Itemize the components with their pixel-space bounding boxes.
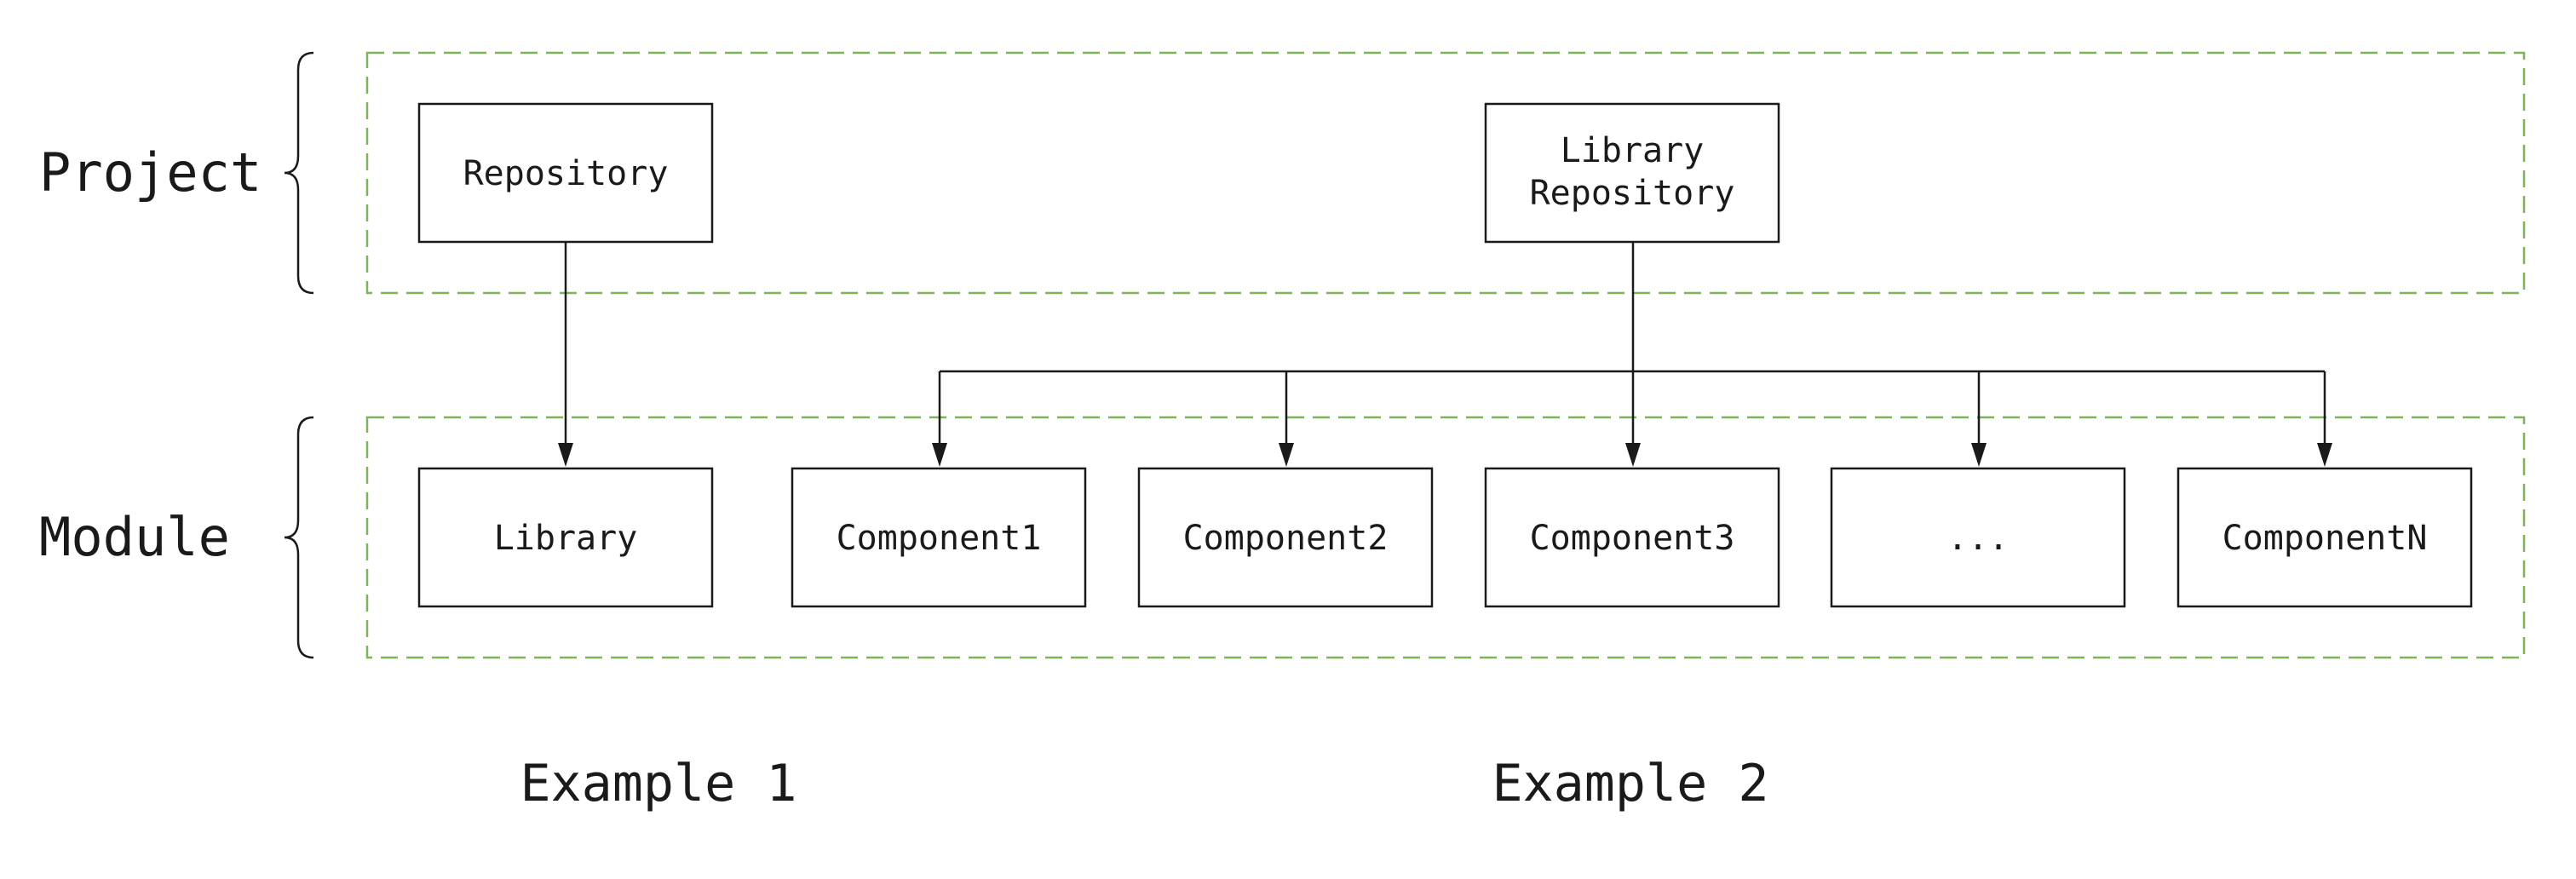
library-repository-label-line1: Library [1561,131,1705,170]
ellipsis-node: ... [1830,467,2126,608]
component3-node: Component3 [1484,467,1780,608]
module-row-label: Module [39,506,230,568]
project-brace [284,51,314,295]
repository-box [417,102,714,244]
arrowhead-componentN [2317,443,2332,467]
component3-label: Component3 [1530,519,1735,558]
arrowhead-library [558,443,573,467]
component3-box [1484,467,1780,608]
library-repository-node: Library Repository [1484,102,1780,244]
componentN-label: ComponentN [2222,519,2428,558]
component1-label: Component1 [837,519,1042,558]
module-brace [284,416,314,659]
componentN-box [2176,467,2473,608]
arrowhead-ellipsis [1971,443,1987,467]
ellipsis-box [1830,467,2126,608]
repository-label: Repository [463,154,669,193]
library-node: Library [417,467,714,608]
componentN-node: ComponentN [2176,467,2473,608]
library-repository-label-line2: Repository [1530,174,1735,213]
component1-node: Component1 [791,467,1087,608]
example1-caption: Example 1 [520,754,796,813]
component2-node: Component2 [1137,467,1434,608]
ellipsis-label: ... [1947,519,2009,558]
arrowhead-component1 [932,443,947,467]
library-box [417,467,714,608]
component2-label: Component2 [1183,519,1389,558]
module-region [365,416,2526,659]
project-region [365,51,2526,295]
component2-box [1137,467,1434,608]
arrowhead-component3 [1625,443,1641,467]
library-repository-box [1484,102,1780,244]
repository-node: Repository [417,102,714,244]
arrowhead-component2 [1279,443,1294,467]
component1-box [791,467,1087,608]
project-row-label: Project [39,141,262,204]
example2-caption: Example 2 [1492,754,1768,813]
library-label: Library [494,519,638,558]
